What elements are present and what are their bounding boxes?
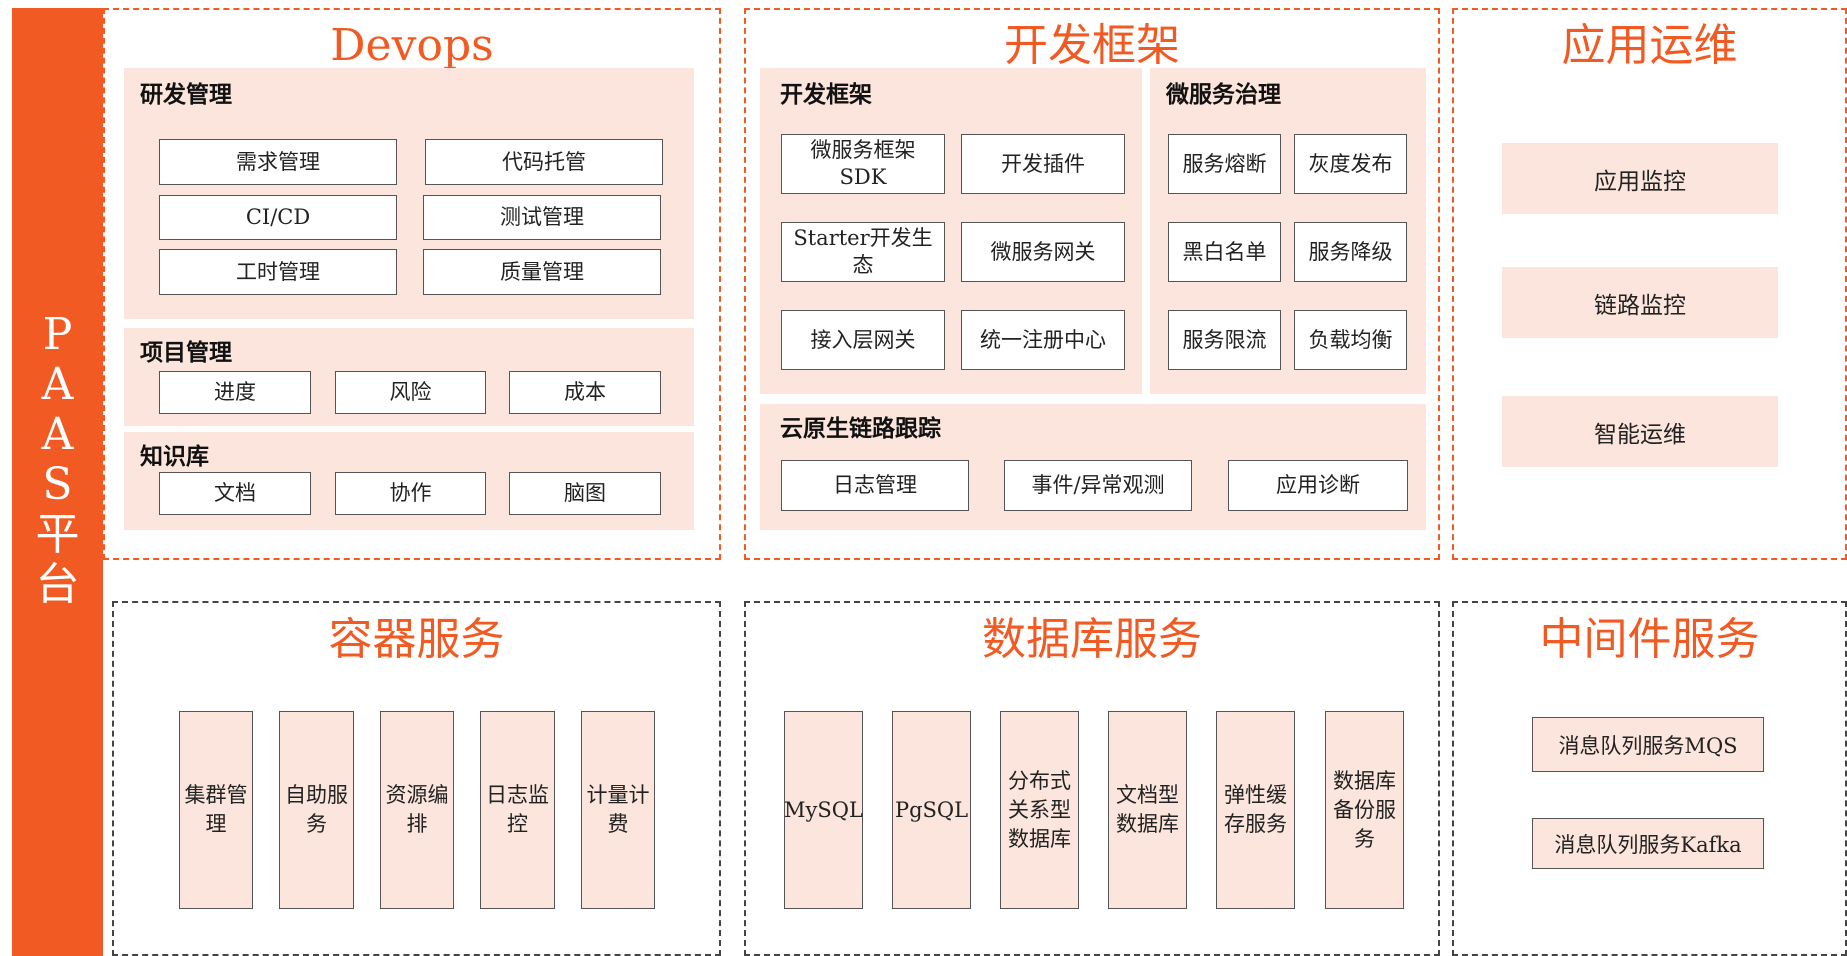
paas-sidebar — [12, 8, 103, 956]
project-management-title: 项目管理 — [140, 339, 232, 366]
paas-char: A — [41, 359, 74, 410]
trace-item: 事件/异常观测 — [1004, 460, 1192, 511]
project-item: 进度 — [159, 371, 311, 414]
container-item: 资源编排 — [380, 711, 454, 909]
dev-item: 统一注册中心 — [961, 310, 1125, 370]
framework-panel — [744, 8, 1440, 560]
database-title: 数据库服务 — [982, 614, 1202, 665]
database-item: 数据库备份服务 — [1325, 711, 1404, 909]
knowledge-item: 脑图 — [509, 472, 661, 515]
gov-item: 服务熔断 — [1168, 134, 1281, 194]
database-item: MySQL — [784, 711, 863, 909]
database-item: 分布式关系型数据库 — [1000, 711, 1079, 909]
trace-item: 应用诊断 — [1228, 460, 1408, 511]
dev-item: Starter开发生态 — [781, 222, 945, 282]
gov-item: 黑白名单 — [1168, 222, 1281, 282]
dev-item: 开发插件 — [961, 134, 1125, 194]
gov-item: 灰度发布 — [1294, 134, 1407, 194]
database-item: 弹性缓存服务 — [1216, 711, 1295, 909]
dev-item: 接入层网关 — [781, 310, 945, 370]
paas-char: S — [42, 459, 73, 510]
rd-item: 代码托管 — [425, 139, 663, 185]
database-item: PgSQL — [892, 711, 971, 909]
container-panel — [112, 601, 721, 956]
gov-item: 服务降级 — [1294, 222, 1407, 282]
trace-item: 日志管理 — [781, 460, 969, 511]
ops-item: 链路监控 — [1502, 267, 1778, 338]
rd-item: CI/CD — [159, 195, 397, 240]
paas-char: A — [41, 409, 74, 460]
ops-item: 应用监控 — [1502, 143, 1778, 214]
container-item: 自助服务 — [279, 711, 354, 909]
microservice-governance-title: 微服务治理 — [1166, 81, 1281, 108]
database-item: 文档型数据库 — [1108, 711, 1187, 909]
knowledge-item: 文档 — [159, 472, 311, 515]
knowledge-item: 协作 — [335, 472, 486, 515]
container-title: 容器服务 — [328, 614, 505, 665]
dev-item: 微服务网关 — [961, 222, 1125, 282]
rd-item: 工时管理 — [159, 249, 397, 295]
container-item: 集群管理 — [179, 711, 253, 909]
middleware-item: 消息队列服务MQS — [1532, 717, 1764, 772]
ops-item: 智能运维 — [1502, 396, 1778, 467]
gov-item: 服务限流 — [1168, 310, 1281, 370]
rd-management-title: 研发管理 — [140, 81, 232, 108]
paas-char: 台 — [35, 559, 80, 610]
project-item: 成本 — [509, 371, 661, 414]
dev-framework-title: 开发框架 — [780, 81, 872, 108]
middleware-item: 消息队列服务Kafka — [1532, 818, 1764, 869]
gov-item: 负载均衡 — [1294, 310, 1407, 370]
ops-title: 应用运维 — [1561, 20, 1738, 71]
devops-title: Devops — [330, 20, 494, 71]
middleware-title: 中间件服务 — [1539, 614, 1760, 665]
project-item: 风险 — [335, 371, 486, 414]
rd-item: 测试管理 — [423, 195, 661, 240]
paas-char: P — [42, 309, 73, 360]
devops-panel — [103, 8, 721, 560]
paas-label: P A A S 平 台 — [12, 310, 103, 610]
rd-item: 质量管理 — [423, 249, 661, 295]
container-item: 日志监控 — [480, 711, 555, 909]
container-item: 计量计费 — [581, 711, 655, 909]
dev-item: 微服务框架SDK — [781, 134, 945, 194]
framework-title: 开发框架 — [1004, 20, 1180, 71]
ops-panel — [1452, 8, 1847, 560]
cloud-native-tracing-title: 云原生链路跟踪 — [780, 415, 941, 442]
paas-char: 平 — [35, 509, 80, 560]
middleware-panel — [1452, 601, 1847, 956]
knowledge-base-title: 知识库 — [140, 443, 209, 470]
database-panel — [744, 601, 1440, 956]
rd-item: 需求管理 — [159, 139, 397, 185]
